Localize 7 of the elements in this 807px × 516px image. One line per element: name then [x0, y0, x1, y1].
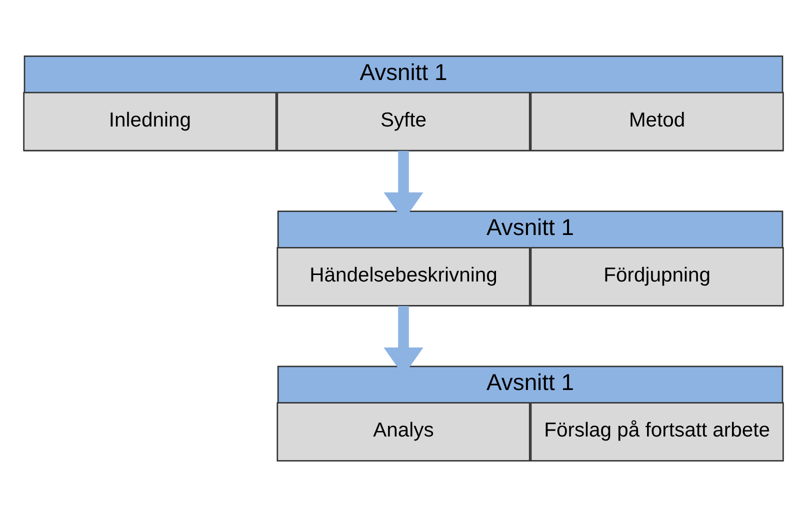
node-box: Analys — [276, 402, 530, 461]
node-box: Förslag på fortsatt arbete — [530, 402, 784, 461]
node-box: Syfte — [276, 91, 530, 151]
node-box: Inledning — [23, 91, 277, 151]
node-box: Händelsebeskrivning — [276, 246, 530, 306]
node-box: Fördjupning — [530, 246, 784, 306]
node-box: Metod — [530, 91, 784, 151]
